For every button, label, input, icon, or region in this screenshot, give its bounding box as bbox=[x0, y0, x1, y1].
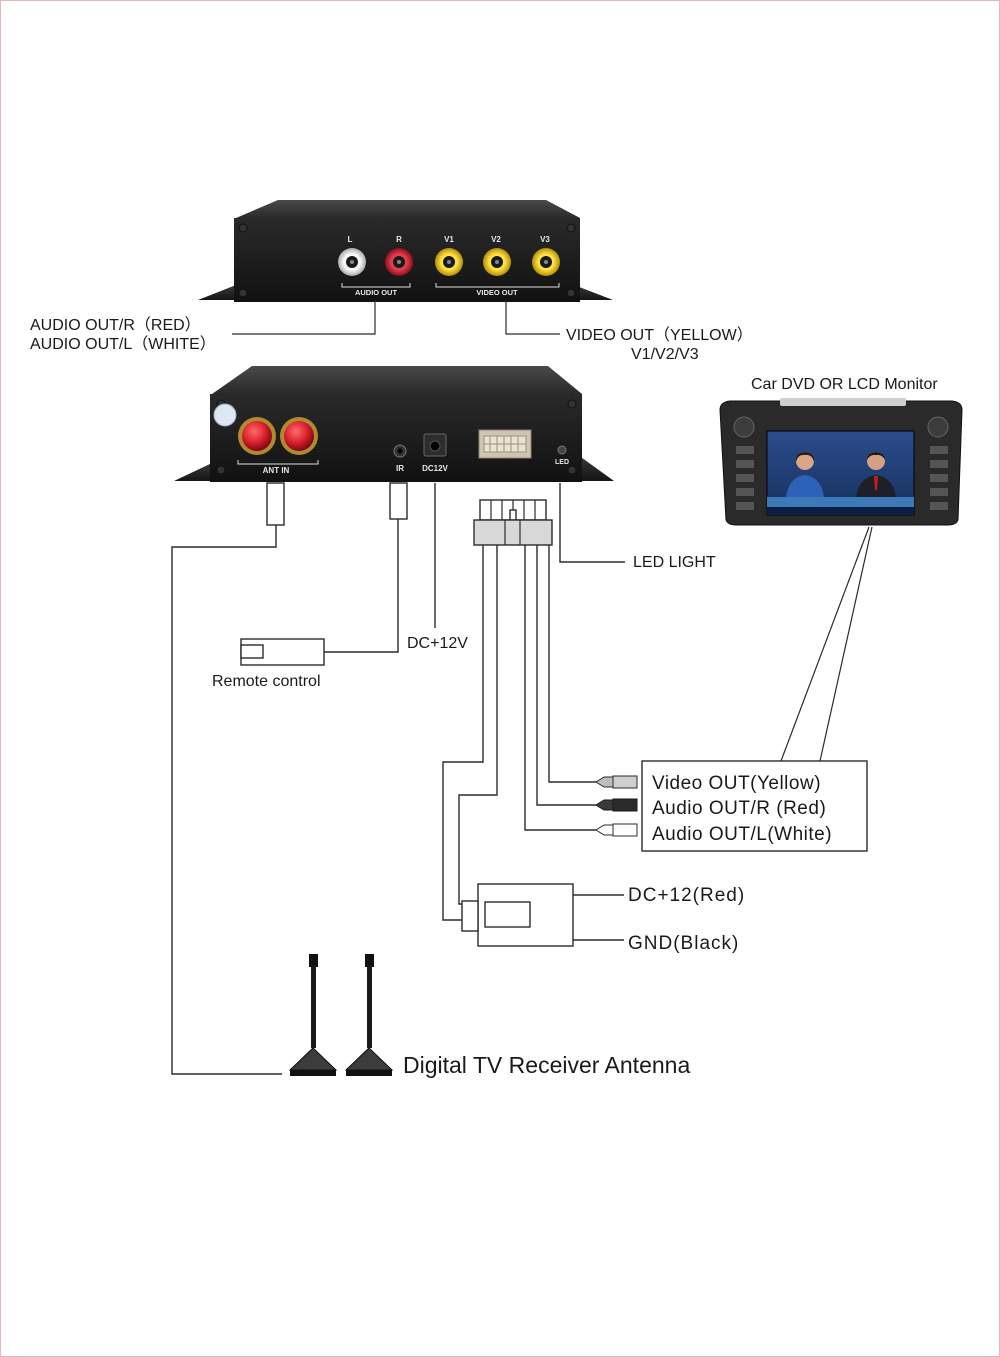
remote-control-label: Remote control bbox=[212, 673, 321, 690]
antenna-icon-2 bbox=[344, 954, 394, 1076]
ant-cable-plug bbox=[266, 482, 285, 526]
audio-r-rca-plug bbox=[595, 798, 638, 812]
ir-jack bbox=[393, 444, 407, 458]
port-label-v3: V3 bbox=[540, 235, 550, 244]
monitor-label: Car DVD OR LCD Monitor bbox=[751, 376, 938, 393]
av-output-box bbox=[641, 760, 868, 852]
harness-wire-audio-l bbox=[524, 545, 596, 831]
video-channels-label: V1/V2/V3 bbox=[631, 346, 699, 363]
audio-l-rca-plug bbox=[595, 823, 638, 837]
video-out-leader-line bbox=[505, 300, 560, 335]
multi-pin-connector bbox=[478, 429, 532, 459]
rca-audio-l-jack bbox=[338, 248, 366, 276]
ir-cable-plug bbox=[389, 482, 408, 520]
dc-12-red-label: DC+12(Red) bbox=[628, 885, 745, 906]
audio-out-r-red-label: Audio OUT/R (Red) bbox=[652, 798, 826, 819]
audio-out-l-label: AUDIO OUT/L（WHITE） bbox=[30, 335, 216, 353]
left-knob-icon bbox=[733, 416, 755, 438]
rca-video-v3-jack bbox=[532, 248, 560, 276]
rca-audio-r-jack bbox=[385, 248, 413, 276]
sticker-icon bbox=[213, 403, 237, 427]
antenna-label: Digital TV Receiver Antenna bbox=[403, 1052, 690, 1078]
audio-out-group-label: AUDIO OUT bbox=[355, 288, 398, 297]
port-label-l: L bbox=[348, 235, 353, 244]
harness-wire-video bbox=[548, 545, 596, 783]
harness-wire-power bbox=[458, 545, 498, 905]
ir-port-label: IR bbox=[396, 464, 404, 473]
led-light-label: LED LIGHT bbox=[633, 554, 716, 571]
receiver-rear-panel: L R V1 V2 V3 AUDIO OUT VIDEO OUT bbox=[198, 200, 613, 302]
ant-in-port-label: ANT IN bbox=[263, 466, 290, 475]
dc12v-port-label: DC12V bbox=[422, 464, 448, 473]
remote-control-receiver bbox=[240, 638, 325, 666]
gnd-black-label: GND(Black) bbox=[628, 933, 739, 954]
port-label-r: R bbox=[396, 235, 402, 244]
left-flange bbox=[174, 463, 212, 481]
antenna-icon-1 bbox=[288, 954, 338, 1076]
monitor-leader-line-2 bbox=[819, 526, 873, 762]
port-label-v1: V1 bbox=[444, 235, 454, 244]
right-knob-icon bbox=[927, 416, 949, 438]
left-flange bbox=[198, 285, 236, 300]
audio-out-leader-line bbox=[232, 300, 376, 335]
harness-plug bbox=[473, 499, 553, 546]
right-flange bbox=[574, 285, 613, 300]
ir-cable bbox=[324, 519, 399, 653]
monitor-leader-line-1 bbox=[780, 526, 870, 762]
dc12v-jack bbox=[423, 433, 447, 457]
led-cable bbox=[559, 483, 625, 563]
rca-video-v1-jack bbox=[435, 248, 463, 276]
video-rca-plug bbox=[595, 775, 638, 789]
car-dvd-monitor bbox=[719, 398, 963, 526]
port-label-v2: V2 bbox=[491, 235, 501, 244]
rca-video-v2-jack bbox=[483, 248, 511, 276]
harness-wire-audio-r bbox=[536, 545, 596, 806]
news-anchor-left bbox=[786, 452, 824, 497]
ant-in-connector-2 bbox=[280, 417, 318, 455]
video-out-yellow-label: Video OUT(Yellow) bbox=[652, 773, 821, 794]
dc-12v-label: DC+12V bbox=[407, 635, 468, 652]
device-top-face bbox=[212, 366, 582, 394]
disc-slot bbox=[780, 398, 906, 406]
led-indicator bbox=[557, 445, 567, 455]
device-top-face bbox=[236, 200, 580, 218]
receiver-front-panel: ANT IN IR DC12V LED bbox=[174, 366, 614, 482]
news-anchor-right bbox=[856, 452, 896, 497]
ant-in-connector-1 bbox=[238, 417, 276, 455]
audio-out-l-white-label: Audio OUT/L(White) bbox=[652, 824, 832, 845]
antenna-cable bbox=[171, 525, 282, 1075]
harness-wire-gnd bbox=[442, 545, 484, 921]
led-port-label: LED bbox=[555, 459, 569, 466]
audio-out-r-label: AUDIO OUT/R（RED） bbox=[30, 316, 201, 334]
right-flange bbox=[578, 455, 614, 481]
video-out-group-label: VIDEO OUT bbox=[476, 288, 518, 297]
video-out-label: VIDEO OUT（YELLOW） bbox=[566, 326, 753, 344]
power-connector bbox=[461, 883, 574, 947]
